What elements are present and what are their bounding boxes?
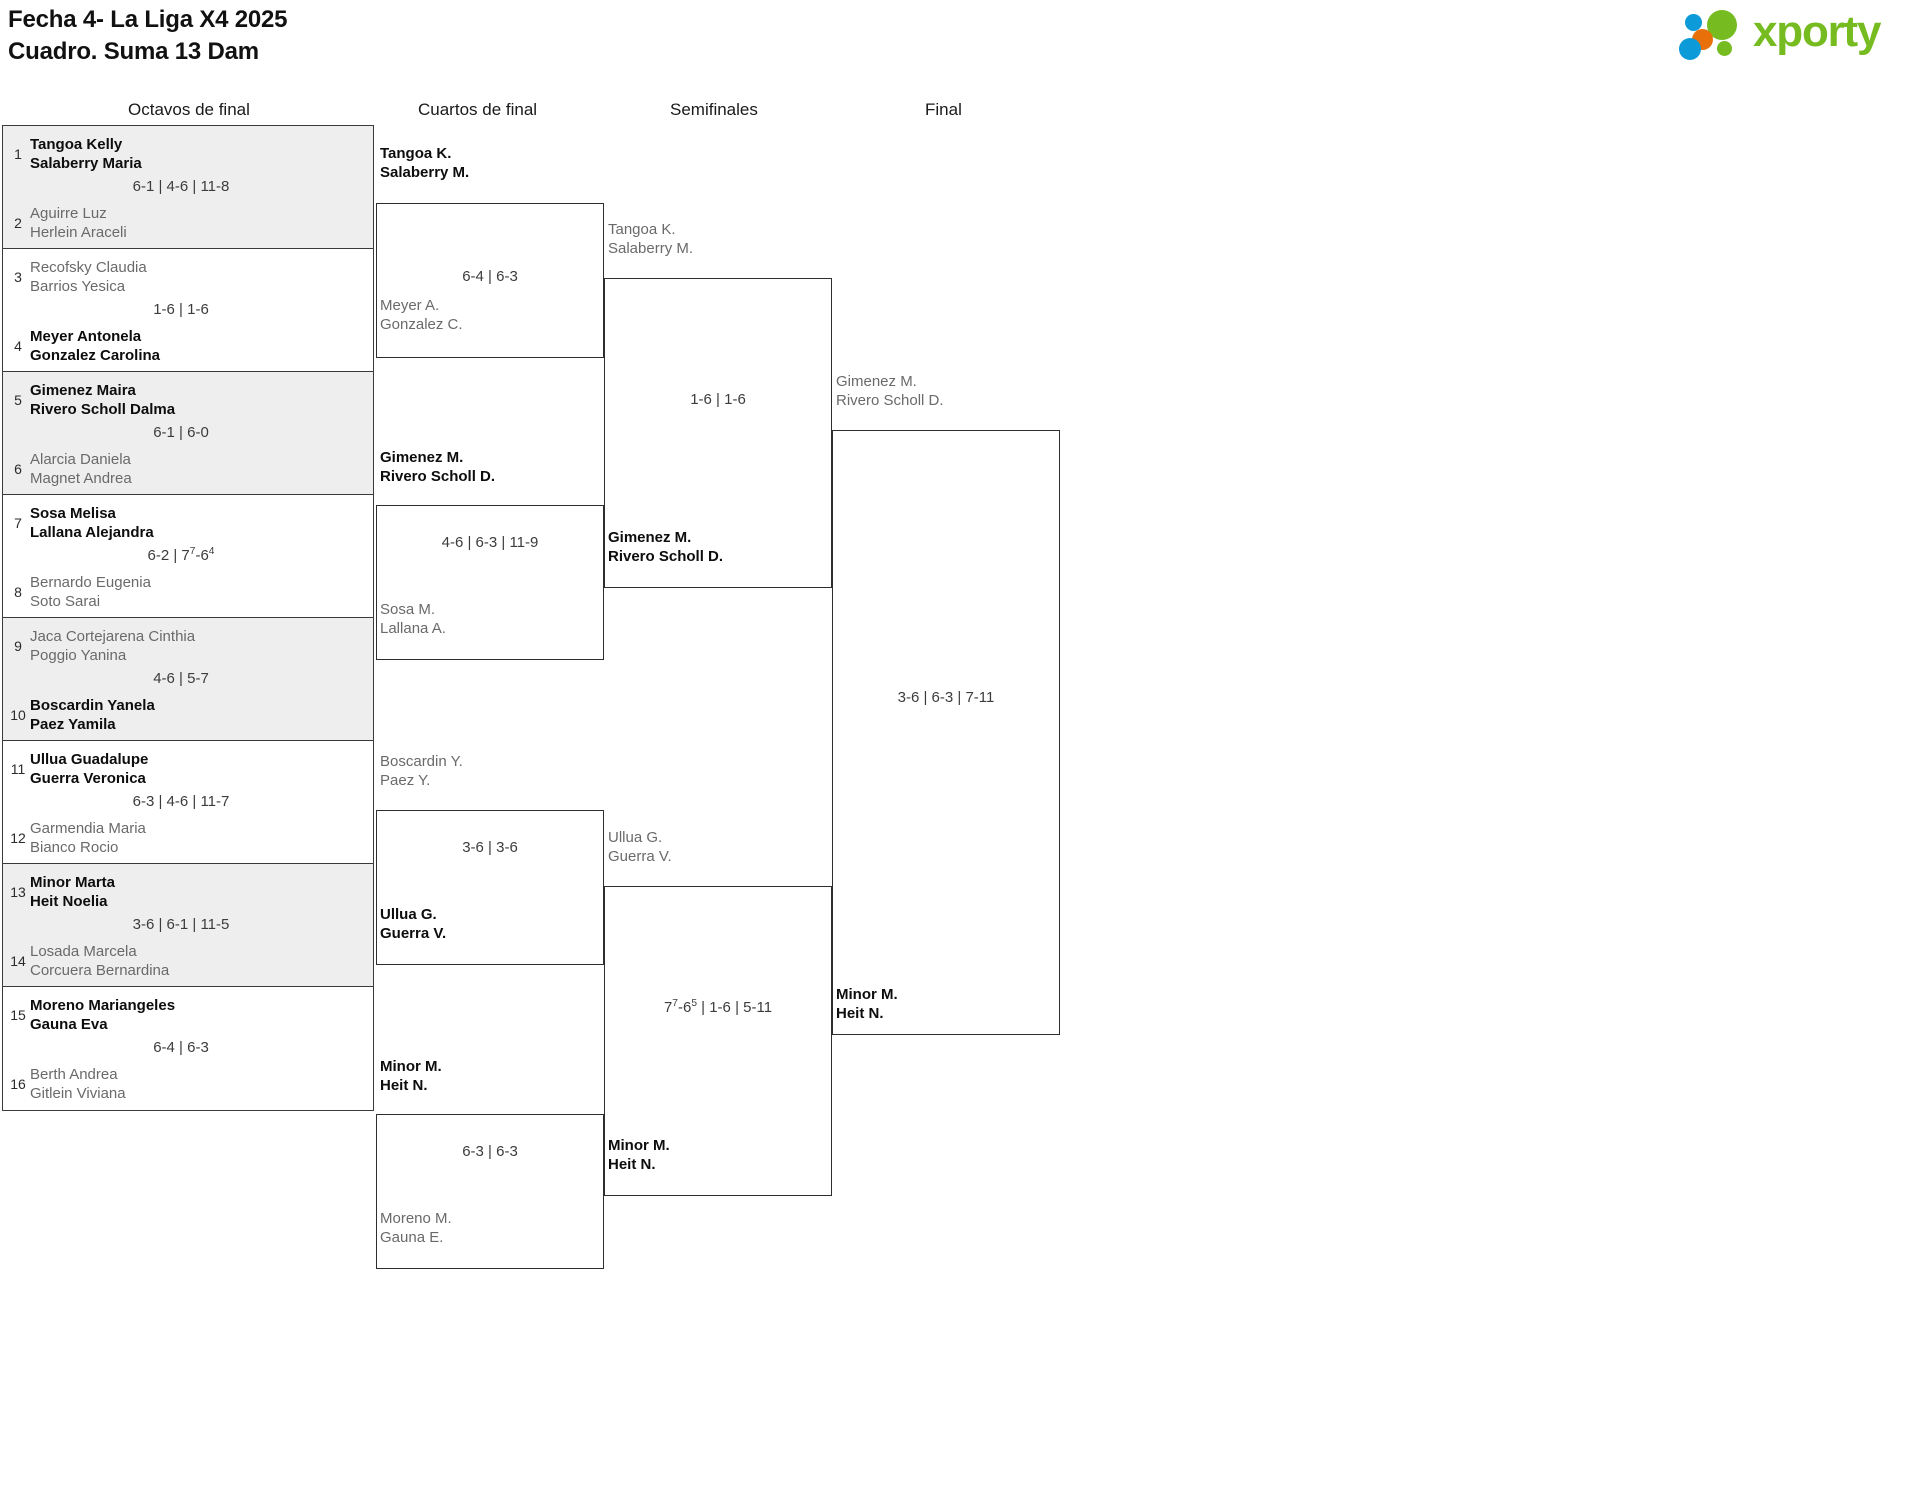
team-bottom[interactable]: Bernardo Eugenia Soto Sarai xyxy=(30,574,151,610)
team-top[interactable]: Gimenez M. Rivero Scholl D. xyxy=(836,373,944,409)
team-bottom[interactable]: Meyer A. Gonzalez C. xyxy=(380,297,463,333)
match-score: 6-2 | 77-64 xyxy=(147,546,215,564)
team-top[interactable]: Recofsky Claudia Barrios Yesica xyxy=(30,259,147,295)
team-bottom[interactable]: Alarcia Daniela Magnet Andrea xyxy=(30,451,132,487)
seed-number: 2 xyxy=(14,215,22,231)
match-score: 3-6 | 6-3 | 7-11 xyxy=(897,689,995,706)
round1-column: 1 Tangoa Kelly Salaberry Maria 6-1 | 4-6… xyxy=(2,125,374,1111)
seed-number: 10 xyxy=(10,707,26,723)
match-row[interactable]: 9 Jaca Cortejarena Cinthia Poggio Yanina… xyxy=(3,618,373,741)
match-score: 6-4 | 6-3 xyxy=(153,1039,209,1056)
match-score: 6-3 | 4-6 | 11-7 xyxy=(132,793,230,810)
match-score: 3-6 | 3-6 xyxy=(462,839,518,856)
bracket-box[interactable]: 3-6 | 3-6 xyxy=(376,810,604,965)
match-row[interactable]: 11 Ullua Guadalupe Guerra Veronica 6-3 |… xyxy=(3,741,373,864)
team-top[interactable]: Tangoa K. Salaberry M. xyxy=(608,221,694,257)
team-bottom[interactable]: Gimenez M. Rivero Scholl D. xyxy=(608,529,724,565)
match-score: 3-6 | 6-1 | 11-5 xyxy=(132,916,230,933)
match-score: 1-6 | 1-6 xyxy=(690,391,746,408)
match-score: 4-6 | 6-3 | 11-9 xyxy=(441,534,539,551)
team-bottom[interactable]: Moreno M. Gauna E. xyxy=(380,1210,452,1246)
team-bottom[interactable]: Minor M. Heit N. xyxy=(608,1137,670,1173)
team-top[interactable]: Jaca Cortejarena Cinthia Poggio Yanina xyxy=(30,628,196,664)
match-score: 6-1 | 4-6 | 11-8 xyxy=(132,178,230,195)
title-line-2: Cuadro. Suma 13 Dam xyxy=(8,38,259,65)
bracket-box[interactable]: 77-65 | 1-6 | 5-11 xyxy=(604,886,832,1196)
seed-number: 11 xyxy=(10,761,26,777)
seed-number: 5 xyxy=(14,392,22,408)
match-row[interactable]: 1 Tangoa Kelly Salaberry Maria 6-1 | 4-6… xyxy=(3,126,373,249)
team-bottom[interactable]: Garmendia Maria Bianco Rocio xyxy=(30,820,146,856)
match-row[interactable]: 7 Sosa Melisa Lallana Alejandra 6-2 | 77… xyxy=(3,495,373,618)
title-line-1: Fecha 4- La Liga X4 2025 xyxy=(8,6,288,33)
team-top[interactable]: Moreno Mariangeles Gauna Eva xyxy=(30,997,176,1033)
team-top[interactable]: Ullua Guadalupe Guerra Veronica xyxy=(30,751,149,787)
bracket-box[interactable]: 6-3 | 6-3 xyxy=(376,1114,604,1269)
team-top[interactable]: Gimenez M. Rivero Scholl D. xyxy=(380,449,496,485)
team-bottom[interactable]: Losada Marcela Corcuera Bernardina xyxy=(30,943,170,979)
team-top[interactable]: Tangoa K. Salaberry M. xyxy=(380,145,470,181)
team-top[interactable]: Sosa Melisa Lallana Alejandra xyxy=(30,505,154,541)
match-score: 1-6 | 1-6 xyxy=(153,301,209,318)
team-bottom[interactable]: Berth Andrea Gitlein Viviana xyxy=(30,1066,126,1102)
seed-number: 4 xyxy=(14,338,22,354)
round-header-cuartos: Cuartos de final xyxy=(418,100,538,119)
seed-number: 7 xyxy=(14,515,22,531)
team-top[interactable]: Gimenez Maira Rivero Scholl Dalma xyxy=(30,382,176,418)
team-bottom[interactable]: Meyer Antonela Gonzalez Carolina xyxy=(30,328,161,364)
team-bottom[interactable]: Sosa M. Lallana A. xyxy=(380,601,446,637)
page-title: Fecha 4- La Liga X4 2025 Cuadro. Suma 13… xyxy=(8,4,288,68)
team-top[interactable]: Ullua G. Guerra V. xyxy=(608,829,672,865)
seed-number: 6 xyxy=(14,461,22,477)
bracket-box[interactable]: 4-6 | 6-3 | 11-9 xyxy=(376,505,604,660)
match-row[interactable]: 5 Gimenez Maira Rivero Scholl Dalma 6-1 … xyxy=(3,372,373,495)
seed-number: 14 xyxy=(10,953,26,969)
seed-number: 15 xyxy=(10,1007,26,1023)
seed-number: 12 xyxy=(10,830,26,846)
round-header-semifinales: Semifinales xyxy=(670,100,758,119)
round-header-final: Final xyxy=(925,100,962,119)
round-header-octavos: Octavos de final xyxy=(128,100,250,119)
logo-dots-icon xyxy=(1677,8,1755,60)
match-score: 6-4 | 6-3 xyxy=(462,268,518,285)
seed-number: 1 xyxy=(14,146,22,162)
seed-number: 13 xyxy=(10,884,26,900)
team-top[interactable]: Minor Marta Heit Noelia xyxy=(30,874,116,910)
match-score: 6-1 | 6-0 xyxy=(153,424,209,441)
seed-number: 9 xyxy=(14,638,22,654)
match-score: 4-6 | 5-7 xyxy=(153,670,209,687)
team-bottom[interactable]: Ullua G. Guerra V. xyxy=(380,906,447,942)
team-bottom[interactable]: Aguirre Luz Herlein Araceli xyxy=(30,205,127,241)
match-score: 6-3 | 6-3 xyxy=(462,1143,518,1160)
champion-team[interactable]: Minor M. Heit N. xyxy=(836,986,898,1022)
team-top[interactable]: Minor M. Heit N. xyxy=(380,1058,442,1094)
bracket-box[interactable]: 1-6 | 1-6 xyxy=(604,278,832,588)
seed-number: 8 xyxy=(14,584,22,600)
match-score: 77-65 | 1-6 | 5-11 xyxy=(663,998,773,1016)
team-top[interactable]: Boscardin Y. Paez Y. xyxy=(380,753,463,789)
logo-wordmark: xporty xyxy=(1753,7,1881,56)
bracket-box[interactable]: 3-6 | 6-3 | 7-11 xyxy=(832,430,1060,1035)
match-row[interactable]: 13 Minor Marta Heit Noelia 3-6 | 6-1 | 1… xyxy=(3,864,373,987)
seed-number: 3 xyxy=(14,269,22,285)
seed-number: 16 xyxy=(10,1076,26,1092)
match-row[interactable]: 3 Recofsky Claudia Barrios Yesica 1-6 | … xyxy=(3,249,373,372)
team-top[interactable]: Tangoa Kelly Salaberry Maria xyxy=(30,136,142,172)
xporty-logo: xporty xyxy=(1677,6,1902,60)
match-row[interactable]: 15 Moreno Mariangeles Gauna Eva 6-4 | 6-… xyxy=(3,987,373,1110)
bracket-box[interactable]: 6-4 | 6-3 xyxy=(376,203,604,358)
team-bottom[interactable]: Boscardin Yanela Paez Yamila xyxy=(30,697,155,733)
